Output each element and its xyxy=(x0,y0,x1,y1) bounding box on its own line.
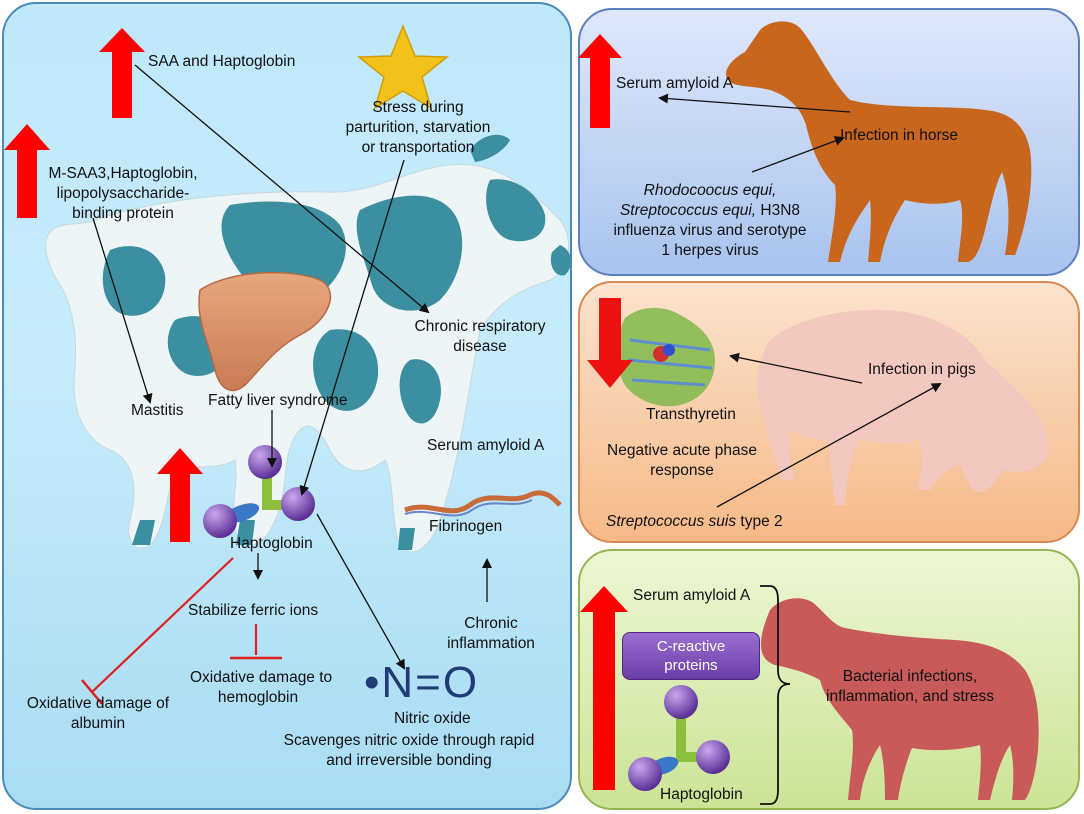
negative-acute-label: Negative acute phase response xyxy=(607,442,757,479)
horse-serum-amyloid-label: Serum amyloid A xyxy=(616,75,734,92)
stress-label: Stress during parturition, starvation or… xyxy=(345,99,491,156)
infection-horse-label: Infection in horse xyxy=(840,127,959,144)
haptoglobin-molecule-icon xyxy=(628,685,730,791)
dog-illustration xyxy=(760,598,1039,800)
down-arrow-icon xyxy=(587,298,633,388)
up-arrow-icon xyxy=(157,448,203,542)
oxidative-hemoglobin-label: Oxidative damage to hemoglobin xyxy=(190,669,333,706)
strep-suis-label: Streptococcus suis type 2 xyxy=(606,513,783,530)
cow-serum-amyloid-label: Serum amyloid A xyxy=(427,437,545,454)
chronic-inflammation-label: Chronic inflammation xyxy=(447,615,535,652)
c-reactive-proteins-box: C-reactive proteins xyxy=(622,632,760,680)
mastitis-label: Mastitis xyxy=(131,402,184,419)
haptoglobin-molecule-icon xyxy=(203,445,315,538)
pig-illustration xyxy=(756,309,1048,505)
up-arrow-icon xyxy=(578,34,622,128)
up-arrow-icon xyxy=(99,28,145,118)
up-arrow-icon xyxy=(4,124,50,218)
horse-pathogens-label: Rhodocoocus equi, Streptococcus equi, H3… xyxy=(613,182,807,259)
transthyretin-label: Transthyretin xyxy=(646,406,736,423)
dog-haptoglobin-label: Haptoglobin xyxy=(660,786,743,803)
chronic-respiratory-label: Chronic respiratory disease xyxy=(414,318,546,355)
nitric-oxide-formula: •N=O xyxy=(364,658,480,707)
fibrinogen-molecule-icon xyxy=(404,490,562,517)
up-arrow-icon xyxy=(580,586,628,790)
cow-illustration xyxy=(45,134,572,553)
saa-haptoglobin-label: SAA and Haptoglobin xyxy=(148,53,296,70)
nitric-oxide-label: Nitric oxide xyxy=(394,710,471,727)
scavenges-label: Scavenges nitric oxide through rapid and… xyxy=(283,732,535,769)
transthyretin-molecule-icon xyxy=(617,307,715,407)
liver-illustration xyxy=(198,271,331,392)
bacterial-infections-label: Bacterial infections, inflammation, and … xyxy=(826,668,994,705)
msaa3-label: M-SAA3,Haptoglobin, lipopolysaccharide- … xyxy=(48,165,198,222)
fatty-liver-label: Fatty liver syndrome xyxy=(208,392,348,409)
horse-illustration xyxy=(725,21,1032,262)
star-icon xyxy=(356,23,450,110)
dog-serum-amyloid-label: Serum amyloid A xyxy=(633,587,751,604)
infection-pigs-label: Infection in pigs xyxy=(868,361,976,378)
fibrinogen-label: Fibrinogen xyxy=(429,518,503,535)
oxidative-albumin-label: Oxidative damage of albumin xyxy=(26,695,170,732)
stabilize-ferric-label: Stabilize ferric ions xyxy=(188,602,319,619)
dog-bracket xyxy=(760,585,791,805)
cow-haptoglobin-label: Haptoglobin xyxy=(230,535,313,552)
